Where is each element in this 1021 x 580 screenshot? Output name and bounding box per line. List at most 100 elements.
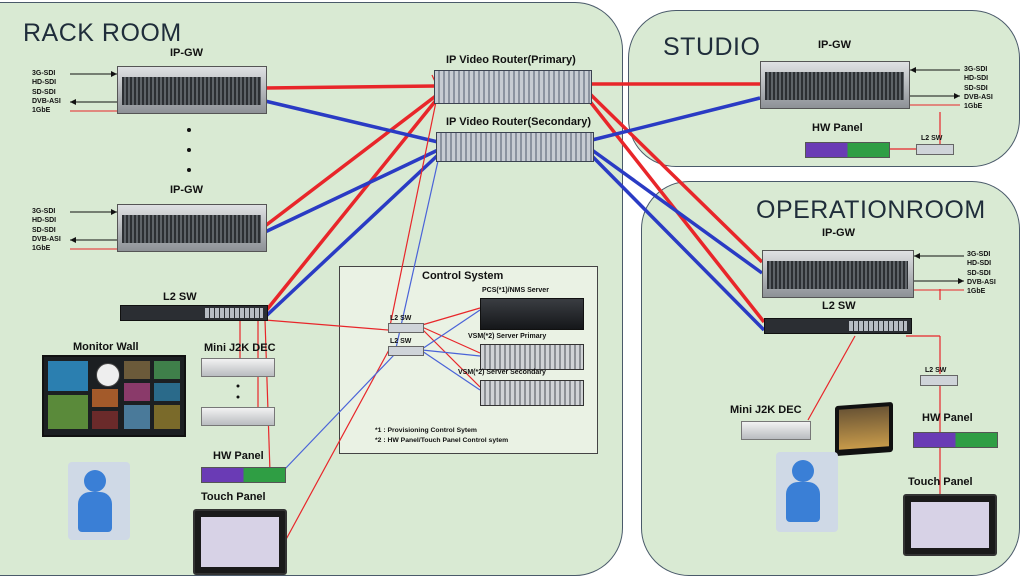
signal-label: DVB-ASI [32, 97, 61, 105]
signal-label: HD-SDI [967, 260, 992, 268]
control-l2sw2-label: L2 SW [390, 338, 412, 345]
monitor-tile [92, 411, 118, 429]
monitor-tile [154, 405, 180, 429]
router-secondary [436, 132, 594, 162]
rack-ipgw1-signals: 3G-SDI HD-SDI SD-SDI DVB-ASI 1GbE [32, 69, 61, 115]
pcs-server-label: PCS(*1)/NMS Server [482, 287, 549, 294]
ellipsis-dot [236, 395, 240, 399]
ellipsis-dot [236, 384, 240, 388]
monitor-tile [124, 405, 150, 429]
signal-label: HD-SDI [32, 217, 57, 225]
studio-ipgw-chassis [760, 61, 910, 109]
signal-label: 1GbE [32, 107, 51, 115]
touch-screen [201, 517, 279, 567]
studio-hw-panel-label: HW Panel [812, 122, 863, 134]
link-rack-gw1-secondary [264, 99, 439, 144]
rack-hw-panel [201, 467, 286, 483]
ctrl-l2sw-touch [282, 347, 391, 546]
op-ipgw-label: IP-GW [822, 227, 855, 239]
grille [122, 215, 261, 243]
link-rack-gw2-primary [263, 93, 439, 228]
op-hw-panel-label: HW Panel [922, 412, 973, 424]
signal-label: 1GbE [32, 245, 51, 253]
ctrl-l2sw1-primary [389, 91, 439, 327]
link-rack-l2sw-secondary [263, 153, 440, 319]
op-l2sw-minidec [807, 335, 856, 421]
ctrl-l2sw2-secondary [395, 151, 441, 349]
control-l2sw1 [388, 323, 424, 333]
ellipsis-dot [187, 128, 191, 132]
signal-label: HD-SDI [32, 79, 57, 87]
studio-hw-panel [805, 142, 890, 158]
rack-l2sw-label: L2 SW [163, 291, 197, 303]
ctrl-l2sw1-pcs [421, 307, 481, 326]
vsm-primary-server [480, 344, 584, 370]
clock-icon [96, 363, 120, 387]
rack-l2sw [120, 305, 268, 321]
rack-touch-panel-label: Touch Panel [201, 491, 266, 503]
monitor-tile [154, 361, 180, 379]
op-ipgw-chassis [762, 250, 914, 298]
op-monitor [835, 401, 893, 457]
ctrl-l2sw2-pcs [421, 309, 481, 350]
arrowhead-op-dvb [958, 278, 964, 284]
arrowhead-studio-3g [910, 67, 916, 73]
head [792, 460, 814, 482]
body [786, 482, 820, 522]
monitor-tile [48, 395, 88, 429]
control-l2sw1-label: L2 SW [390, 315, 412, 322]
rack-mini-dec-label: Mini J2K DEC [204, 342, 276, 354]
grille [767, 261, 908, 289]
op-hw-panel [913, 432, 998, 448]
arrowhead-op-3g [914, 253, 920, 259]
studio-room-title: STUDIO [663, 33, 761, 61]
link-rack-gw1-primary [264, 84, 437, 90]
op-mini-dec [741, 421, 811, 440]
signal-label: 3G-SDI [32, 208, 56, 215]
op-ipgw-signals: 3G-SDI HD-SDI SD-SDI DVB-ASI 1GbE [967, 250, 996, 296]
rack-hw-panel-label: HW Panel [213, 450, 264, 462]
operator-figure [68, 462, 130, 540]
vsm-primary-label: VSM(*2) Server Primary [468, 333, 547, 340]
router-secondary-label: IP Video Router(Secondary) [446, 116, 592, 128]
grille [122, 77, 261, 105]
studio-ipgw-label: IP-GW [818, 39, 851, 51]
router-primary-label: IP Video Router(Primary) [446, 54, 576, 66]
arrowhead-rack2-dvb [70, 237, 76, 243]
op-l2sw-small [920, 375, 958, 386]
control-note-1: *1 : Provisioning Control Sytem [375, 427, 477, 434]
vsm-secondary-server [480, 380, 584, 406]
operation-room-title: OPERATIONROOM [756, 196, 986, 224]
ctrl-l2sw2-vsm-p [421, 349, 481, 357]
ports [849, 321, 907, 331]
op-mini-dec-label: Mini J2K DEC [730, 404, 802, 416]
control-l2sw2 [388, 346, 424, 356]
operator-figure [776, 452, 838, 532]
rack-ipgw1-chassis [117, 66, 267, 114]
arrowhead-rack1-dvb [70, 99, 76, 105]
touch-screen [911, 502, 989, 548]
rack-ipgw2-label: IP-GW [170, 184, 203, 196]
op-touch-panel [903, 494, 997, 556]
signal-label: 1GbE [967, 288, 986, 296]
monitor-tile [154, 383, 180, 401]
vsm-secondary-label: VSM(*2) Server Secondary [458, 369, 546, 376]
ctrl-l2sw2-hw [283, 354, 395, 471]
body [78, 492, 112, 532]
rack-ipgw2-chassis [117, 204, 267, 252]
rack-mini-dec-2 [201, 407, 275, 426]
rack-touch-panel [193, 509, 287, 575]
signal-label: DVB-ASI [964, 93, 993, 101]
link-studio-gw-secondary [591, 96, 761, 142]
signal-label: SD-SDI [32, 226, 56, 234]
studio-ipgw-signals: 3G-SDI HD-SDI SD-SDI DVB-ASI 1GbE [964, 65, 993, 111]
arrowhead-rack2-3g [111, 209, 117, 215]
ctrl-l2sw1-rack-l2sw [264, 319, 389, 331]
op-l2sw [764, 318, 912, 334]
studio-l2sw [916, 144, 954, 155]
monitor-screen [839, 406, 889, 450]
head [84, 470, 106, 492]
ctrl-l2sw1-vsm-s [421, 328, 481, 388]
signal-label: 3G-SDI [967, 251, 991, 258]
